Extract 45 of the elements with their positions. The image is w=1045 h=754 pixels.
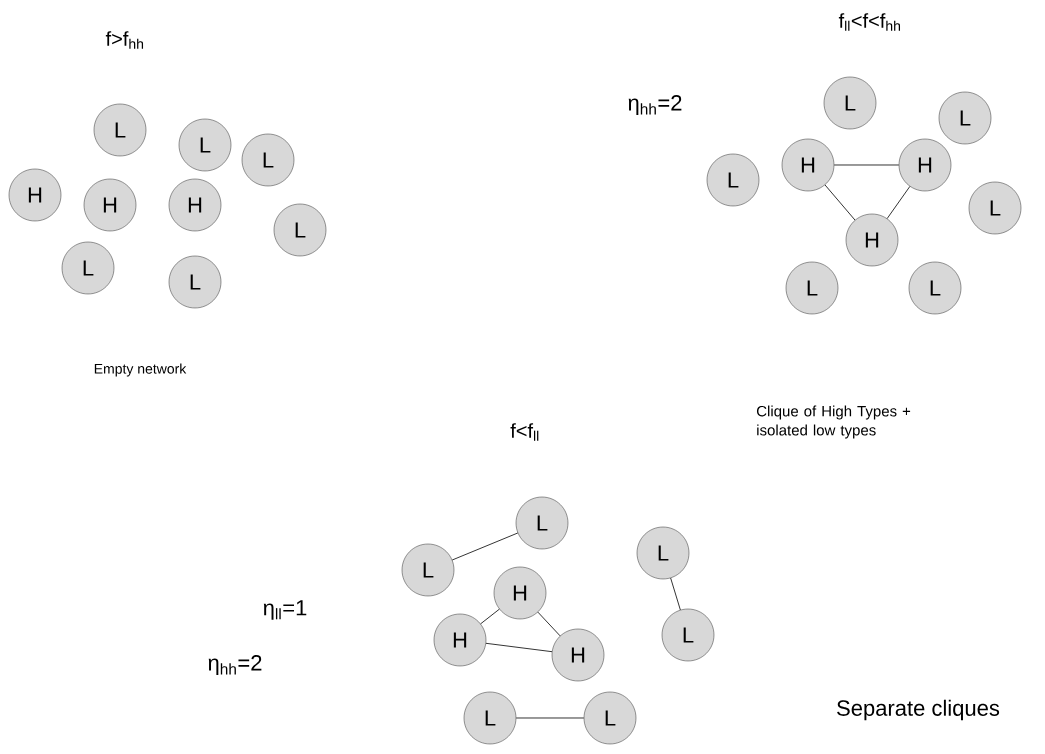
- circle-node: L: [636, 526, 690, 580]
- connector-line: [886, 186, 911, 219]
- connector-line: [515, 717, 585, 719]
- text-label: Separate cliques: [837, 699, 1000, 721]
- text-label: η$_{ll}$=1: [263, 600, 307, 620]
- circle-node: L: [241, 133, 295, 187]
- circle-node: H: [898, 138, 952, 192]
- circle-node: L: [785, 261, 839, 315]
- circle-node: L: [61, 241, 115, 295]
- circle-node: L: [938, 91, 992, 145]
- circle-node: H: [8, 168, 62, 222]
- connector-line: [824, 184, 856, 221]
- text-label: Empty network: [94, 363, 187, 377]
- connector-line: [451, 532, 519, 561]
- circle-node: H: [433, 613, 487, 667]
- text-label: Clique of High Types + isolated low types: [756, 405, 911, 439]
- circle-node: L: [178, 118, 232, 172]
- connector-line: [833, 164, 900, 166]
- connector-line: [480, 608, 500, 625]
- connector-line: [485, 642, 553, 653]
- circle-node: H: [493, 566, 547, 620]
- circle-node: L: [463, 691, 517, 745]
- circle-node: L: [706, 153, 760, 207]
- circle-node: L: [515, 496, 569, 550]
- circle-node: H: [781, 138, 835, 192]
- circle-node: L: [273, 203, 327, 257]
- text-label: η$_{hh}$=2: [208, 655, 262, 675]
- circle-node: L: [661, 608, 715, 662]
- circle-node: H: [168, 178, 222, 232]
- text-label: η$_{hh}$=2: [628, 95, 682, 115]
- connector-line: [670, 577, 681, 611]
- circle-node: L: [583, 691, 637, 745]
- connector-line: [537, 611, 561, 637]
- circle-node: H: [845, 213, 899, 267]
- circle-node: L: [823, 76, 877, 130]
- text-label: f$_{ll}$<f<f$_{hh}$: [838, 13, 900, 31]
- circle-node: L: [968, 181, 1022, 235]
- text-label: f>f$_{hh}$: [105, 31, 144, 49]
- circle-node: L: [168, 255, 222, 309]
- circle-node: L: [93, 103, 147, 157]
- circle-node: H: [83, 178, 137, 232]
- circle-node: L: [908, 261, 962, 315]
- text-label: f<f$_{ll}$: [510, 423, 539, 441]
- circle-node: H: [551, 628, 605, 682]
- circle-node: L: [401, 543, 455, 597]
